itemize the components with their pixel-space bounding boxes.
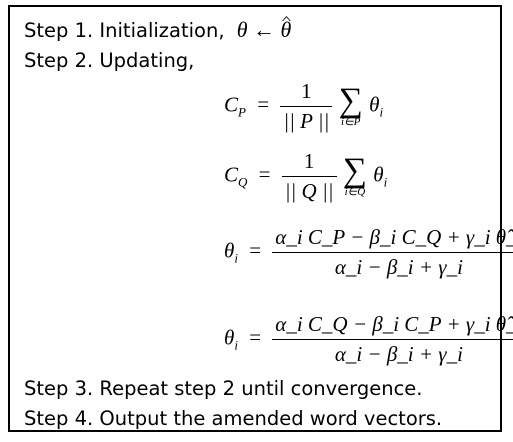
theta-symbol: θ [236, 17, 248, 42]
cq-numerator: 1 [303, 149, 315, 173]
theta2-lhs-sub: i [234, 337, 238, 353]
cq-fraction: 1 || Q || [281, 149, 337, 204]
cp-denominator: || P || [280, 106, 333, 134]
theta2-fraction: α_i C_Q − β_i C_P + γ_i θ̂_i α_i − β_i +… [272, 312, 513, 367]
theta2-numerator: α_i C_Q − β_i C_P + γ_i θ̂_i [275, 312, 513, 336]
cq-sum-limit: i∈Q [344, 185, 366, 198]
cp-summation: ∑ i∈P [338, 81, 363, 128]
theta2-denominator: α_i − β_i + γ_i [272, 339, 513, 367]
step-4: Step 4. Output the amended word vectors. [24, 409, 442, 429]
step-1-formula: θ ← θ [237, 17, 292, 42]
equation-theta-1: θi = α_i C_P − β_i C_Q + γ_i θ̂_i α_i − … [224, 225, 513, 280]
cq-summation: ∑ i∈Q [342, 151, 368, 198]
algorithm-box: Step 1. Initialization, θ ← θ Step 2. Up… [8, 5, 513, 432]
cp-lhs-sub: P [238, 104, 246, 120]
theta1-numerator: α_i C_P − β_i C_Q + γ_i θ̂_i [275, 225, 513, 249]
cp-lhs: C [224, 92, 239, 117]
cp-fraction: 1 || P || [280, 79, 333, 134]
cp-term-sub: i [379, 104, 384, 120]
theta1-lhs: θ [224, 238, 235, 263]
cp-numerator: 1 [301, 79, 312, 103]
step-4-label: Step 4. Output the amended word vectors. [24, 407, 443, 430]
theta2-lhs: θ [224, 325, 235, 350]
step-2: Step 2. Updating, [24, 51, 194, 71]
theta-hat-symbol: θ [280, 17, 292, 42]
step-2-label: Step 2. Updating, [24, 49, 195, 72]
step-3: Step 3. Repeat step 2 until convergence. [24, 379, 423, 399]
step-1-label: Step 1. Initialization, [24, 19, 225, 42]
cp-term: θ [369, 92, 380, 117]
step-1: Step 1. Initialization, θ ← θ [24, 19, 291, 41]
cq-lhs: C [224, 162, 239, 187]
cq-denominator: || Q || [281, 176, 337, 204]
theta1-lhs-sub: i [234, 250, 238, 266]
step-3-label: Step 3. Repeat step 2 until convergence. [24, 377, 423, 400]
cq-term-sub: i [383, 174, 388, 190]
cq-lhs-sub: Q [238, 174, 248, 190]
assign-arrow: ← [253, 17, 276, 42]
cp-sum-limit: i∈P [341, 115, 361, 128]
equation-cq: CQ = 1 || Q || ∑ i∈Q θi [224, 149, 388, 204]
equation-theta-2: θi = α_i C_Q − β_i C_P + γ_i θ̂_i α_i − … [224, 312, 513, 367]
theta1-denominator: α_i − β_i + γ_i [272, 252, 513, 280]
theta1-fraction: α_i C_P − β_i C_Q + γ_i θ̂_i α_i − β_i +… [272, 225, 513, 280]
cq-term: θ [373, 162, 384, 187]
equation-cp: CP = 1 || P || ∑ i∈P θi [224, 79, 384, 134]
